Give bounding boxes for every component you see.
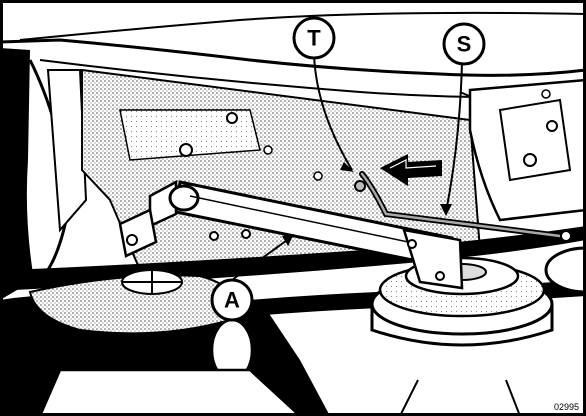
figure-number: 02995 bbox=[554, 402, 579, 412]
callout-a: A bbox=[210, 278, 254, 322]
right-pulley bbox=[544, 246, 586, 294]
callout-t: T bbox=[292, 16, 336, 60]
callout-t-label: T bbox=[307, 26, 321, 51]
lower-deck bbox=[0, 269, 330, 416]
callout-a-label: A bbox=[224, 288, 240, 313]
left-wheel-housing bbox=[0, 48, 88, 300]
direction-arrow bbox=[380, 154, 442, 186]
spring-rod bbox=[359, 171, 572, 242]
leader-lines bbox=[231, 53, 463, 281]
idler-arm bbox=[118, 179, 464, 290]
callout-s: S bbox=[442, 22, 486, 66]
right-bracket bbox=[468, 78, 586, 222]
mounting-plate bbox=[81, 68, 482, 272]
callout-s-label: S bbox=[457, 32, 472, 57]
